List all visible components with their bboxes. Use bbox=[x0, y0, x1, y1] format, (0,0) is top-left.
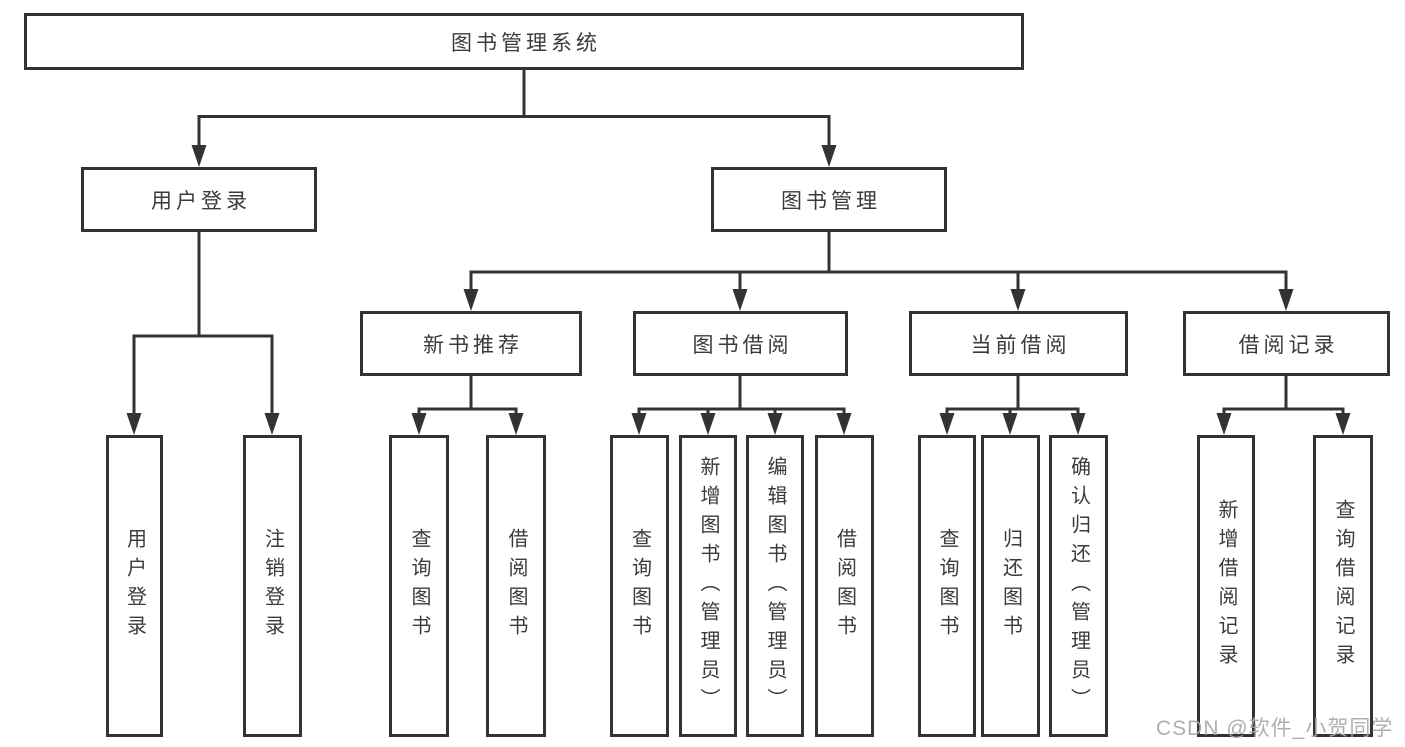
node-current-borrowing: 当前借阅 bbox=[909, 311, 1128, 376]
leaf-query-books-borrow: 查询图书 bbox=[610, 435, 669, 737]
leaf-query-books-current: 查询图书 bbox=[918, 435, 976, 737]
leaf-add-borrow-record: 新增借阅记录 bbox=[1197, 435, 1255, 737]
node-new-book-recommendation: 新书推荐 bbox=[360, 311, 582, 376]
leaf-return-books: 归还图书 bbox=[981, 435, 1040, 737]
leaf-add-books-admin: 新增图书（管理员） bbox=[679, 435, 737, 737]
leaf-edit-books-admin: 编辑图书（管理员） bbox=[746, 435, 804, 737]
node-book-management: 图书管理 bbox=[711, 167, 947, 232]
leaf-borrow-books: 借阅图书 bbox=[815, 435, 874, 737]
watermark: CSDN @软件_小贺同学 bbox=[1156, 717, 1394, 740]
node-book-borrowing: 图书借阅 bbox=[633, 311, 848, 376]
node-user-login: 用户登录 bbox=[81, 167, 317, 232]
arrowhead-icons bbox=[126, 145, 1351, 435]
leaf-query-books-recommend: 查询图书 bbox=[389, 435, 449, 737]
leaf-borrow-books-recommend: 借阅图书 bbox=[486, 435, 546, 737]
node-root-system: 图书管理系统 bbox=[24, 13, 1024, 70]
leaf-logout: 注销登录 bbox=[243, 435, 302, 737]
leaf-query-borrow-record: 查询借阅记录 bbox=[1313, 435, 1373, 737]
node-borrowing-records: 借阅记录 bbox=[1183, 311, 1390, 376]
leaf-confirm-return-admin: 确认归还（管理员） bbox=[1049, 435, 1108, 737]
leaf-user-login: 用户登录 bbox=[106, 435, 163, 737]
